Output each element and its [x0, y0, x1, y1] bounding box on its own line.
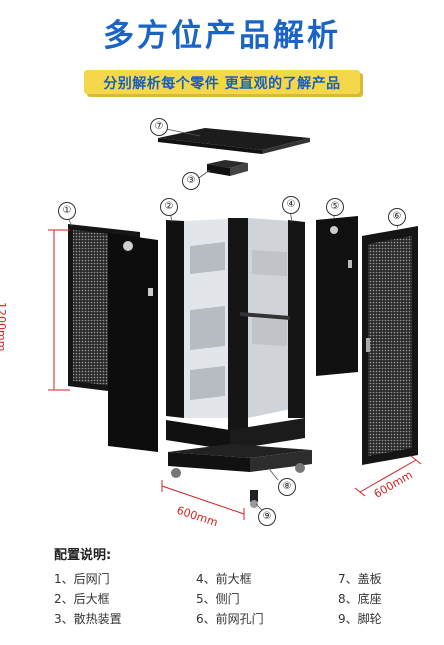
- height-dimension-label: 1200mm: [0, 302, 8, 352]
- width-dimension-line: [161, 480, 245, 520]
- callout-1: ①: [58, 202, 76, 220]
- caster-wheel: [250, 490, 258, 508]
- legend-item: 8、底座: [338, 592, 382, 606]
- callout-8: ⑧: [278, 478, 296, 496]
- rack-frame: [166, 218, 305, 450]
- callout-6: ⑥: [388, 208, 406, 226]
- legend-item: 7、盖板: [338, 572, 382, 586]
- legend-item: 3、散热装置: [54, 612, 122, 626]
- legend-item: 9、脚轮: [338, 612, 382, 626]
- cabinet-illustration: [48, 128, 422, 520]
- legend-item: 4、前大框: [196, 572, 252, 586]
- cabinet-base: [168, 444, 312, 478]
- legend-item: 1、后网门: [54, 572, 110, 586]
- callout-5: ⑤: [326, 198, 344, 216]
- subtitle-text: 分别解析每个零件 更直观的了解产品: [103, 76, 341, 92]
- legend-item: 6、前网孔门: [196, 612, 264, 626]
- callout-3: ③: [182, 172, 200, 190]
- side-door: [316, 216, 358, 376]
- page-title: 多方位产品解析: [103, 18, 341, 54]
- callout-7: ⑦: [150, 118, 168, 136]
- callout-9: ⑨: [258, 508, 276, 526]
- depth-dimension-line: [354, 455, 422, 497]
- legend-item: 5、侧门: [196, 592, 240, 606]
- legend-title: 配置说明:: [54, 548, 112, 563]
- top-cover-panel: [158, 128, 310, 154]
- subtitle-banner: 分别解析每个零件 更直观的了解产品: [84, 70, 360, 94]
- front-mesh-door: [362, 226, 418, 465]
- exploded-cabinet-diagram: ⑦ ③ ① ② ④ ⑤ ⑥ ⑧ ⑨ 1200mm 600mm 600mm: [0, 100, 444, 530]
- cooling-fan-unit: [207, 160, 248, 176]
- height-dimension-line: [48, 229, 70, 391]
- legend-item: 2、后大框: [54, 592, 110, 606]
- callout-2: ②: [160, 198, 178, 216]
- rear-mesh-door: [68, 224, 158, 452]
- callout-4: ④: [282, 196, 300, 214]
